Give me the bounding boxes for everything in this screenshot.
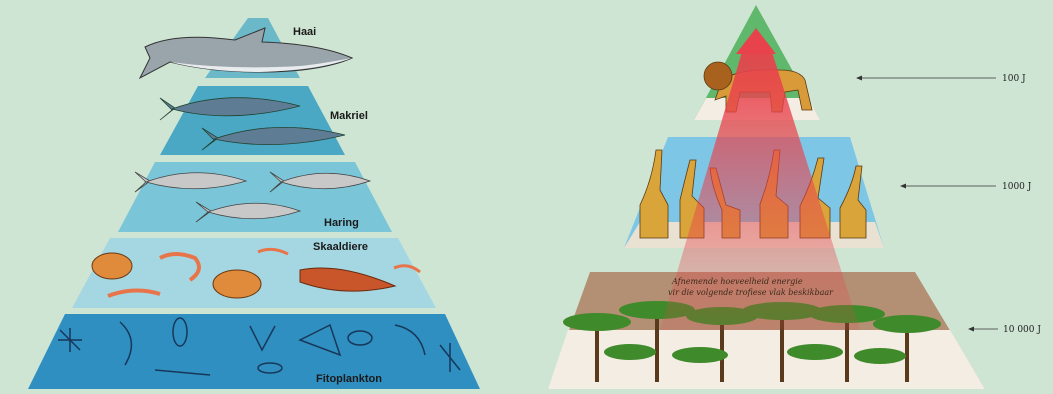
producers-ground xyxy=(548,330,985,389)
tier-mackerel xyxy=(160,86,345,155)
energy-label-apex: 100 J xyxy=(856,74,1026,84)
level-label-crustaceans: Skaaldiere xyxy=(313,241,368,253)
left-food-pyramid: Haring Skaaldiere Fitoplankton Haai xyxy=(28,18,480,389)
level-label-mackerel: Makriel xyxy=(330,110,368,122)
energy-value-herbivores: 1000 J xyxy=(1002,182,1032,192)
arrow-caption-line1: Afnemende hoeveelheid energie xyxy=(671,277,803,286)
energy-label-herbivores: 1000 J xyxy=(900,182,1032,192)
level-label-shark: Haai xyxy=(293,26,316,38)
level-label-herring: Haring xyxy=(324,217,359,229)
shark-icon xyxy=(140,28,352,78)
energy-value-apex: 100 J xyxy=(1002,74,1026,84)
energy-label-producers: 10 000 J xyxy=(968,325,1041,335)
arrow-caption-line2: vir die volgende trofiese vlak beskikbaa… xyxy=(668,288,834,297)
energy-value-producers: 10 000 J xyxy=(1003,325,1041,335)
level-label-phytoplankton: Fitoplankton xyxy=(316,373,382,385)
right-energy-pyramid: Afnemende hoeveelheid energie vir die vo… xyxy=(548,5,1041,389)
tier-phytoplankton xyxy=(28,314,480,389)
